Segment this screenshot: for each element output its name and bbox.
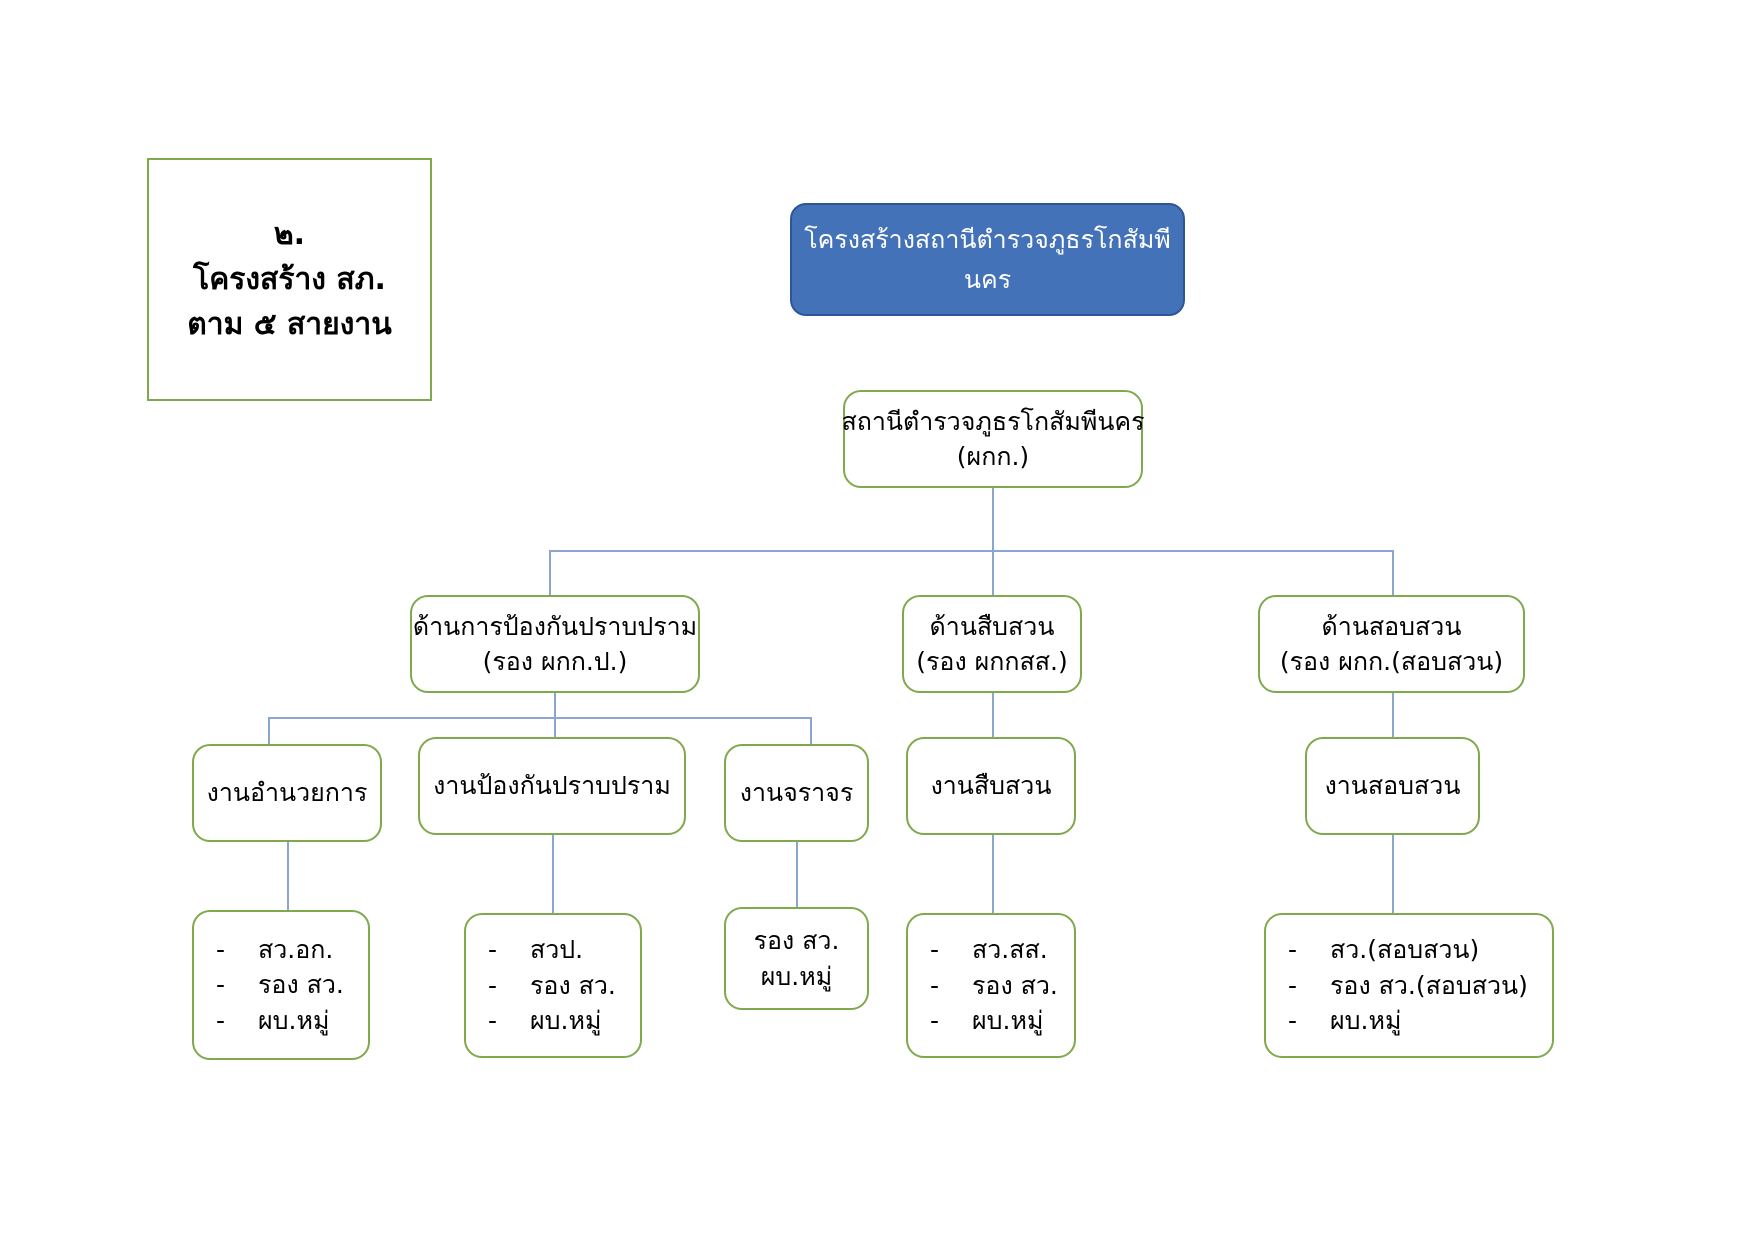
node-division-prevention-line-2: (รอง ผกก.ป.) (482, 647, 628, 676)
rank-label: สวป. (530, 935, 584, 965)
rank-label: รอง สว.(สอบสวน) (1330, 970, 1528, 1000)
list-item: - ผบ.หมู่ (1288, 1003, 1552, 1039)
rank-label: ผบ.หมู่ (530, 1006, 602, 1036)
list-item: - สว.สส. (930, 932, 1074, 968)
bullet-dash: - (216, 1005, 226, 1035)
node-section-inquiry-label: งานสอบสวน (1324, 771, 1461, 801)
connector-investigation-down (992, 693, 994, 744)
connector-rank-3-down (796, 842, 798, 907)
connector-rank-5-down (1392, 835, 1394, 913)
rank-label: สว.สส. (972, 935, 1048, 965)
connector-section-1-down (268, 717, 270, 744)
node-root-station: สถานีตำรวจภูธรโกสัมพีนคร (ผกก.) (841, 390, 1145, 488)
node-section-inquiry: งานสอบสวน (1305, 737, 1480, 835)
connector-root-down (992, 488, 994, 550)
connector-rank-1-down (287, 842, 289, 910)
node-division-inquiry: ด้านสอบสวน (รอง ผกก.(สอบสวน) (1258, 595, 1525, 693)
list-item: - ผบ.หมู่ (216, 1003, 368, 1039)
legend-line-2: โครงสร้าง สภ. (193, 262, 386, 297)
connector-section-2-down (554, 717, 556, 744)
node-ranks-traffic: รอง สว. ผบ.หมู่ (724, 907, 869, 1010)
node-section-traffic-label: งานจราจร (739, 778, 854, 808)
node-division-investigation-line-1: ด้านสืบสวน (929, 611, 1055, 641)
node-ranks-prevention: - สวป. - รอง สว. - ผบ.หมู่ (464, 913, 642, 1058)
connector-inquiry-down (1392, 693, 1394, 744)
chart-banner: โครงสร้างสถานีตำรวจภูธรโกสัมพีนคร (790, 203, 1185, 316)
list-item: - สว.(สอบสวน) (1288, 932, 1552, 968)
node-section-investigation: งานสืบสวน (906, 737, 1076, 835)
list-item: - รอง สว. (930, 968, 1074, 1004)
rank-label: รอง สว. (258, 970, 344, 1000)
bullet-dash: - (930, 1006, 940, 1036)
list-item: ผบ.หมู่ (760, 961, 833, 991)
node-division-inquiry-line-2: (รอง ผกก.(สอบสวน) (1279, 647, 1504, 676)
node-section-prevention-label: งานป้องกันปราบปราม (433, 771, 671, 801)
rank-label: รอง สว. (530, 970, 616, 1000)
node-division-investigation: ด้านสืบสวน (รอง ผกกสส.) (902, 595, 1082, 693)
node-division-investigation-line-2: (รอง ผกกสส.) (916, 647, 1068, 676)
node-section-administration: งานอำนวยการ (192, 744, 382, 842)
bullet-dash: - (1288, 1006, 1298, 1036)
node-ranks-investigation: - สว.สส. - รอง สว. - ผบ.หมู่ (906, 913, 1076, 1058)
rank-label: รอง สว. (972, 970, 1058, 1000)
bullet-dash: - (488, 970, 498, 1000)
connector-rank-2-down (552, 835, 554, 913)
list-item: - รอง สว.(สอบสวน) (1288, 968, 1552, 1004)
connector-division-1-down (549, 550, 551, 595)
list-item: - รอง สว. (488, 968, 640, 1004)
legend-line-3: ตาม ๕ สายงาน (187, 307, 392, 342)
node-root-line-1: สถานีตำรวจภูธรโกสัมพีนคร (841, 406, 1145, 436)
bullet-dash: - (488, 1006, 498, 1036)
list-item: - สว.อก. (216, 932, 368, 968)
node-ranks-administration: - สว.อก. - รอง สว. - ผบ.หมู่ (192, 910, 370, 1060)
node-division-inquiry-line-1: ด้านสอบสวน (1321, 611, 1462, 641)
legend-title-box: ๒. โครงสร้าง สภ. ตาม ๕ สายงาน (147, 158, 432, 401)
bullet-dash: - (930, 970, 940, 1000)
rank-label: ผบ.หมู่ (1330, 1006, 1402, 1036)
list-item: รอง สว. (753, 926, 840, 955)
connector-section-bus (268, 717, 812, 719)
list-item: - สวป. (488, 932, 640, 968)
rank-label: สว.(สอบสวน) (1330, 935, 1480, 965)
node-section-prevention: งานป้องกันปราบปราม (418, 737, 686, 835)
node-section-investigation-label: งานสืบสวน (930, 771, 1052, 801)
node-ranks-inquiry: - สว.(สอบสวน) - รอง สว.(สอบสวน) - ผบ.หมู… (1264, 913, 1554, 1058)
bullet-dash: - (216, 970, 226, 1000)
list-item: - รอง สว. (216, 967, 368, 1003)
node-section-administration-label: งานอำนวยการ (206, 778, 368, 808)
node-root-line-2: (ผกก.) (956, 442, 1030, 471)
bullet-dash: - (1288, 935, 1298, 965)
list-item: - ผบ.หมู่ (930, 1003, 1074, 1039)
bullet-dash: - (930, 935, 940, 965)
connector-rank-4-down (992, 835, 994, 913)
rank-label: ผบ.หมู่ (258, 1005, 330, 1035)
node-section-traffic: งานจราจร (724, 744, 869, 842)
rank-label: สว.อก. (258, 934, 334, 964)
legend-line-1: ๒. (273, 217, 306, 252)
connector-prevention-down (554, 693, 556, 717)
node-division-prevention: ด้านการป้องกันปราบปราม (รอง ผกก.ป.) (410, 595, 700, 693)
node-division-prevention-line-1: ด้านการป้องกันปราบปราม (412, 611, 698, 641)
chart-banner-label: โครงสร้างสถานีตำรวจภูธรโกสัมพีนคร (804, 224, 1171, 294)
bullet-dash: - (488, 935, 498, 965)
connector-division-bus (549, 550, 1393, 552)
connector-division-3-down (1392, 550, 1394, 595)
bullet-dash: - (216, 934, 226, 964)
connector-section-3-down (810, 717, 812, 744)
list-item: - ผบ.หมู่ (488, 1003, 640, 1039)
rank-label: ผบ.หมู่ (972, 1006, 1044, 1036)
bullet-dash: - (1288, 970, 1298, 1000)
connector-division-2-down (992, 550, 994, 595)
